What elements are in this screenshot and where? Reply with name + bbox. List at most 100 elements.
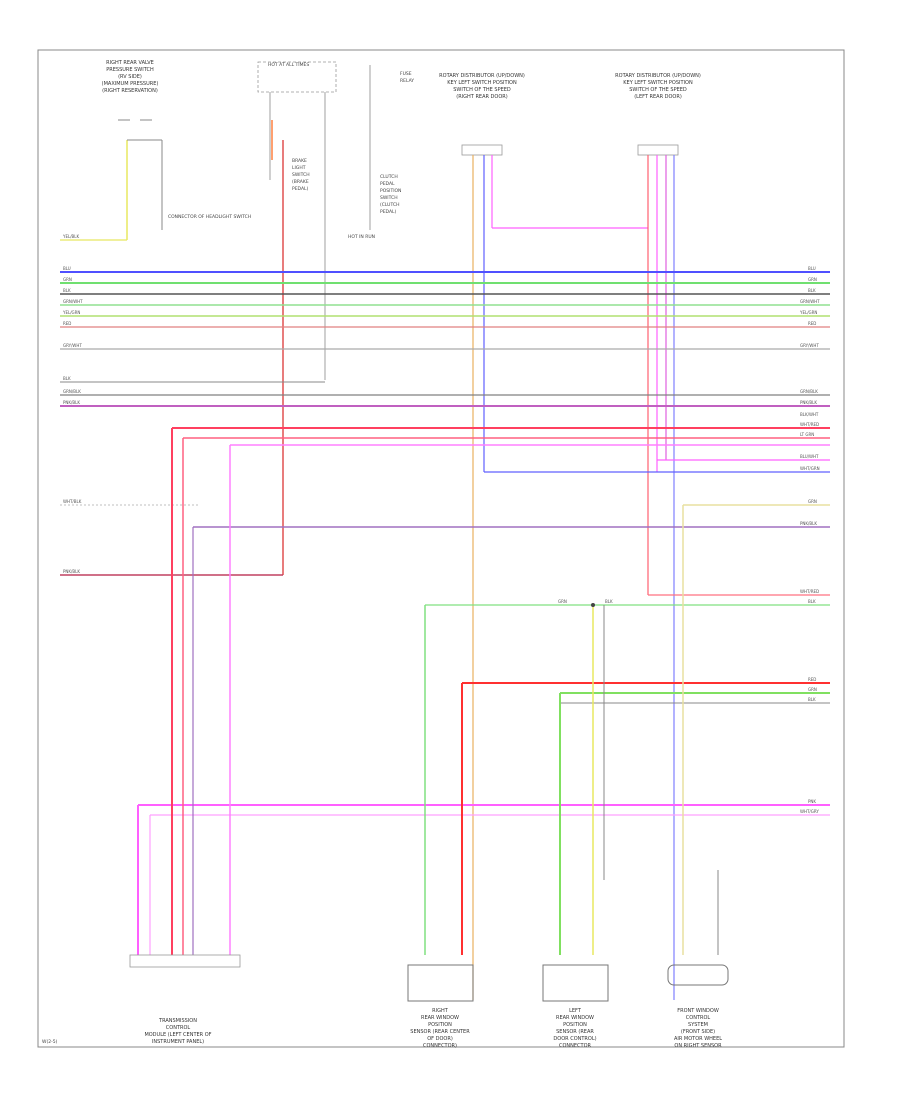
comp1-line4: (MAXIMUM PRESSURE) — [102, 81, 159, 87]
wire-left-6: RED — [63, 321, 71, 326]
wire-left-11: WHT/BLK — [63, 499, 82, 504]
dist1-line2: KEY LEFT SWITCH POSITION — [447, 80, 517, 86]
wire-left-2: GRN — [63, 277, 72, 282]
hot-in-run: HOT IN RUN — [348, 234, 375, 240]
bot4-line2: CONTROL — [686, 1015, 711, 1021]
wire-left-7: GRY/WHT — [63, 343, 82, 348]
fuse-box-title: HOT AT ALL TIMES — [268, 62, 309, 68]
wire-right-16: WHT/RED — [800, 589, 819, 594]
wire-left-0: YEL/BLK — [62, 234, 80, 239]
wire-right-20: BLK — [808, 697, 816, 702]
wire-left-9: GRN/BLK — [63, 389, 81, 394]
wire-right-21: PNK — [808, 799, 816, 804]
wire-right-1: GRN — [808, 277, 817, 282]
dist2-line1: ROTARY DISTRIBUTOR (UP/DOWN) — [615, 73, 701, 79]
fuse-label: FUSE — [400, 71, 412, 77]
mid-junction: GRN BLK — [558, 599, 613, 607]
bot4-line1: FRONT WINDOW — [677, 1008, 719, 1014]
clutch-5: (CLUTCH — [380, 202, 400, 208]
brake-sw-3: SWITCH — [292, 172, 310, 178]
clutch-1: CLUTCH — [380, 174, 398, 180]
wire-right-11: LT GRN — [800, 432, 814, 437]
top-left-component: RIGHT REAR VALVE PRESSURE SWITCH (RV SID… — [60, 60, 251, 241]
bot2-line6: CONNECTOR) — [423, 1043, 457, 1049]
bot1-line3: MODULE (LEFT CENTER OF — [144, 1032, 211, 1038]
bot4-line3: SYSTEM — [688, 1022, 708, 1028]
vertical-drops — [137, 428, 719, 955]
clutch-3: POSITION — [380, 188, 401, 194]
left-wire-labels: BLU GRN BLK GRN/WHT YEL/GRN RED GRY/WHT … — [62, 266, 83, 574]
bottom-component-2: RIGHT REAR WINDOW POSITION SENSOR (REAR … — [407, 964, 474, 1049]
mid-wire-1: BLK — [605, 599, 613, 604]
wire-right-3: GRN/WHT — [800, 299, 820, 304]
bot3-line5: DOOR CONTROL) — [553, 1036, 596, 1042]
bot1-line1: TRANSMISSION — [158, 1018, 197, 1024]
right-wire-labels: BLU GRN BLK GRN/WHT YEL/GRN RED GRY/WHT … — [799, 266, 820, 814]
bot2-line5: OF DOOR) — [427, 1036, 453, 1042]
wire-right-19: GRN — [808, 687, 817, 692]
brake-sw-4: (BRAKE — [292, 179, 309, 185]
comp1-pin-label: CONNECTOR OF HEADLIGHT SWITCH — [168, 214, 251, 220]
wire-right-2: BLK — [808, 288, 816, 293]
bot3-line2: REAR WINDOW — [556, 1015, 594, 1021]
wire-right-8: PNK/BLK — [800, 400, 817, 405]
wire-right-9: BLK/WHT — [800, 412, 819, 417]
fuse-box: HOT AT ALL TIMES FUSE RELAY BRAKE LIGHT … — [257, 61, 414, 575]
clutch-2: PEDAL — [380, 181, 395, 187]
wire-right-13: WHT/GRN — [800, 466, 820, 471]
bot4-line4: (FRONT SIDE) — [681, 1029, 715, 1035]
bot3-line1: LEFT — [569, 1008, 582, 1014]
dist2-line2: KEY LEFT SWITCH POSITION — [623, 80, 693, 86]
dist1-line1: ROTARY DISTRIBUTOR (UP/DOWN) — [439, 73, 525, 79]
distributor-1: ROTARY DISTRIBUTOR (UP/DOWN) KEY LEFT SW… — [439, 73, 648, 1000]
wire-left-4: GRN/WHT — [63, 299, 83, 304]
wire-left-3: BLK — [63, 288, 71, 293]
wire-left-12: PNK/BLK — [63, 569, 80, 574]
brake-sw-2: LIGHT — [292, 165, 306, 171]
distributor-2: ROTARY DISTRIBUTOR (UP/DOWN) KEY LEFT SW… — [615, 73, 701, 1000]
wire-right-4: YEL/GRN — [799, 310, 817, 315]
bot4-line6: ON RIGHT SENSOR — [674, 1043, 722, 1049]
mid-wire-0: GRN — [558, 599, 567, 604]
bot2-line3: POSITION — [428, 1022, 452, 1028]
bot2-line2: REAR WINDOW — [421, 1015, 459, 1021]
bot3-line6: CONNECTOR — [559, 1043, 592, 1049]
wire-right-5: RED — [808, 321, 816, 326]
clutch-switch: CLUTCH PEDAL POSITION SWITCH (CLUTCH PED… — [348, 65, 401, 240]
wire-right-18: RED — [808, 677, 816, 682]
wire-left-10: PNK/BLK — [63, 400, 80, 405]
wire-bus — [60, 271, 830, 816]
bot2-line1: RIGHT — [432, 1008, 449, 1014]
wire-right-14: GRN — [808, 499, 817, 504]
wire-left-1: BLU — [63, 266, 71, 271]
wire-left-5: YEL/GRN — [62, 310, 80, 315]
bot1-line4: INSTRUMENT PANEL) — [152, 1039, 204, 1045]
bottom-component-4: FRONT WINDOW CONTROL SYSTEM (FRONT SIDE)… — [667, 964, 729, 1049]
bot2-line4: SENSOR (REAR CENTER — [410, 1029, 470, 1035]
wire-right-0: BLU — [808, 266, 816, 271]
comp1-line5: (RIGHT RESERVATION) — [102, 88, 158, 94]
dist2-line3: SWITCH OF THE SPEED — [629, 87, 687, 93]
wire-left-8: BLK — [63, 376, 71, 381]
comp1-line1: RIGHT REAR VALVE — [106, 60, 154, 66]
page-number: W(2-5) — [42, 1039, 58, 1045]
relay-label: RELAY — [400, 78, 414, 84]
dist1-line4: (RIGHT REAR DOOR) — [456, 94, 507, 100]
wire-right-6: GRY/WHT — [800, 343, 819, 348]
dist1-line3: SWITCH OF THE SPEED — [453, 87, 511, 93]
clutch-4: SWITCH — [380, 195, 398, 201]
bot3-line4: SENSOR (REAR — [556, 1029, 594, 1035]
wire-right-10: WHT/RED — [800, 422, 819, 427]
clutch-6: PEDAL) — [380, 209, 397, 215]
bottom-component-3: LEFT REAR WINDOW POSITION SENSOR (REAR D… — [542, 964, 609, 1049]
wire-right-15: PNK/BLK — [800, 521, 817, 526]
bot1-line2: CONTROL — [166, 1025, 191, 1031]
brake-sw-1: BRAKE — [292, 158, 307, 164]
wire-right-7: GRN/BLK — [800, 389, 818, 394]
comp1-line2: PRESSURE SWITCH — [106, 67, 154, 73]
dist2-line4: (LEFT REAR DOOR) — [634, 94, 682, 100]
wire-right-17: BLK — [808, 599, 816, 604]
bot3-line3: POSITION — [563, 1022, 587, 1028]
wire-right-12: BLU/WHT — [800, 454, 819, 459]
